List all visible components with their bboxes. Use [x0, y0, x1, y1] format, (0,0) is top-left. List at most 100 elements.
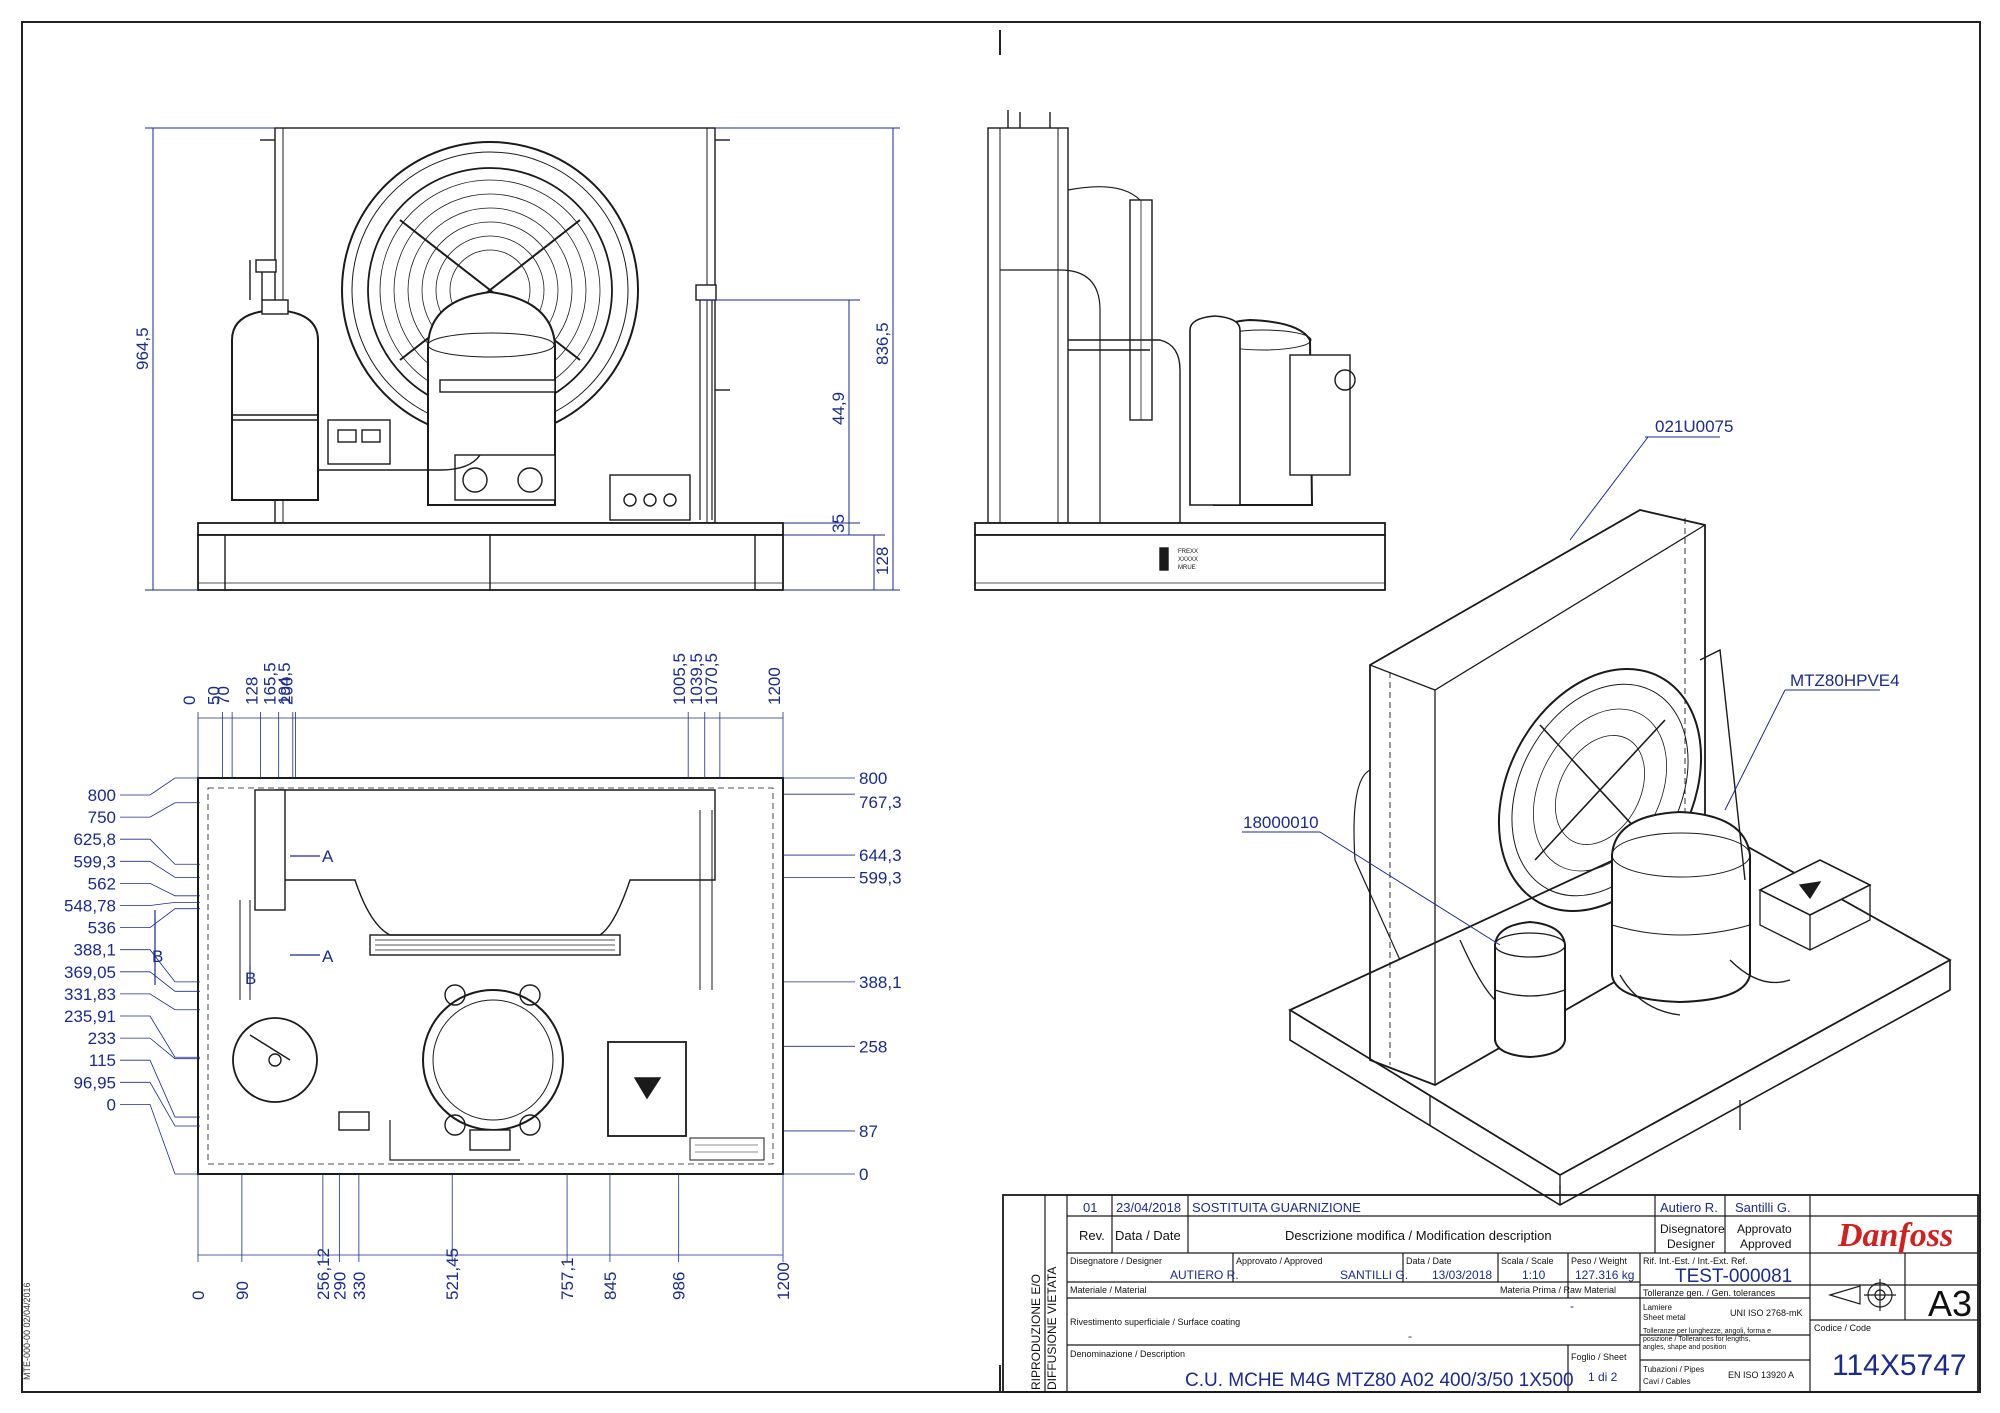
dim-left-label: 599,3	[73, 852, 116, 871]
dim-bottom-label: 256,12	[314, 1248, 333, 1300]
rev-approver: Santilli G.	[1735, 1200, 1791, 1215]
title-block	[1002, 1194, 1979, 1393]
dim-left-leader	[120, 1059, 200, 1118]
tolerances-cables: Cavi / Cables	[1643, 1377, 1691, 1386]
dim-right-label: 644,3	[859, 846, 902, 865]
front-view-dimensions	[145, 127, 900, 591]
fan-guard-side	[1067, 186, 1141, 410]
dim-top-label: 1200	[765, 667, 784, 705]
value-designer: AUTIERO R.	[1170, 1268, 1239, 1282]
rev-number: 01	[1083, 1200, 1097, 1215]
electrical-box-top	[607, 1041, 687, 1137]
tolerances-sheet-en: Sheet metal	[1643, 1313, 1686, 1322]
dim-total-height: 964,5	[133, 327, 152, 370]
dim-bottom-label: 330	[350, 1272, 369, 1300]
label-approved: Approvato / Approved	[1236, 1256, 1323, 1266]
dim-left-label: 548,78	[64, 897, 116, 916]
isometric-view	[1288, 509, 1952, 1206]
label-code: Codice / Code	[1814, 1323, 1871, 1333]
dim-top-label: 128	[242, 677, 261, 705]
dim-left-leader	[120, 860, 200, 878]
label-date: Data / Date	[1406, 1256, 1452, 1266]
dim-top-label: 200	[278, 677, 297, 705]
header-designer-en: Designer	[1667, 1237, 1715, 1251]
doc-id: MTE-000-00 02/04/2016	[22, 1282, 32, 1380]
dim-outlet-height: 44,9	[829, 392, 848, 425]
section-a-top: A	[322, 847, 334, 866]
label-coating: Rivestimento superficiale / Surface coat…	[1070, 1317, 1240, 1327]
label-weight: Peso / Weight	[1571, 1256, 1627, 1266]
base-plate	[197, 522, 784, 536]
dim-bottom-label: 290	[330, 1272, 349, 1300]
header-rev: Rev.	[1079, 1228, 1105, 1243]
dim-left-label: 625,8	[73, 830, 116, 849]
dim-top-label: 0	[180, 696, 199, 705]
dim-left-leader	[120, 971, 200, 992]
dim-left-label: 369,05	[64, 963, 116, 982]
dim-right-label: 388,1	[859, 973, 902, 992]
base-outline	[197, 777, 784, 1175]
value-scale: 1:10	[1522, 1268, 1546, 1282]
dim-left-leader	[120, 838, 200, 865]
fan-top	[369, 934, 621, 956]
format-size: A3	[1928, 1283, 1972, 1324]
receiver-side	[1189, 315, 1241, 506]
dim-bottom-label: 845	[601, 1272, 620, 1300]
top-view	[197, 777, 784, 1175]
tolerances-sheet-standard: UNI ISO 2768-mK	[1730, 1308, 1803, 1318]
label-scale: Scala / Scale	[1501, 1256, 1554, 1266]
tolerances-pipes-standard: EN ISO 13920 A	[1728, 1370, 1794, 1380]
dim-left-label: 750	[88, 808, 116, 827]
dim-bottom-label: 521,45	[443, 1248, 462, 1300]
value-raw-material: -	[1570, 1299, 1574, 1313]
label-sheet: Foglio / Sheet	[1571, 1352, 1627, 1362]
dim-top-label: 50	[204, 686, 223, 705]
dim-bottom-label: 757,1	[558, 1257, 577, 1300]
callout-compressor: MTZ80HPVE4	[1790, 671, 1900, 690]
dim-left-label: 0	[107, 1095, 116, 1114]
dim-left-leader	[120, 1037, 200, 1060]
electrical-box	[609, 474, 691, 521]
dim-left-label: 388,1	[73, 941, 116, 960]
header-approved-en: Approved	[1740, 1237, 1791, 1251]
iso-compressor	[1611, 810, 1751, 1004]
dim-left-label: 562	[88, 874, 116, 893]
receiver-top	[232, 1017, 318, 1103]
header-approved-it: Approvato	[1737, 1222, 1792, 1236]
value-description: C.U. MCHE M4G MTZ80 A02 400/3/50 1X500	[1185, 1370, 1574, 1391]
dim-left-leader	[120, 802, 200, 818]
dim-left-leader	[120, 949, 200, 983]
dim-left-leader	[120, 901, 200, 906]
iso-receiver	[1494, 920, 1566, 1059]
compressor-top	[422, 989, 564, 1131]
dim-left-leader	[120, 1081, 200, 1127]
header-designer-it: Disegnatore	[1660, 1222, 1725, 1236]
label-reference: Rif. Int.-Est. / Int.-Ext. Ref.	[1643, 1256, 1748, 1266]
sheet-border	[21, 21, 1981, 1393]
section-b-right: B	[245, 969, 256, 988]
tolerances-note-2: posizione / Tollerances for lengths,	[1643, 1336, 1750, 1343]
dim-right-label: 767,3	[859, 793, 902, 812]
pressure-switch	[327, 419, 391, 465]
header-description: Descrizione modifica / Modification desc…	[1285, 1228, 1552, 1243]
dim-left-label: 115	[89, 1051, 116, 1070]
dim-top-label: 165,5	[261, 662, 280, 705]
dim-left-label: 331,83	[64, 985, 116, 1004]
receiver-front	[231, 308, 319, 501]
value-code: 114X5747	[1832, 1349, 1967, 1382]
section-markers	[154, 855, 320, 990]
callout-receiver: 18000010	[1243, 813, 1319, 832]
rev-description: SOSTITUITA GUARNIZIONE	[1192, 1200, 1361, 1215]
dim-base-height: 35	[829, 514, 848, 533]
dim-right-label: 599,3	[859, 868, 902, 887]
dim-condenser-height: 836,5	[873, 322, 892, 365]
dim-bottom-label: 0	[189, 1291, 208, 1300]
dim-left-leader	[120, 908, 200, 928]
iso-callout-leaders	[1242, 436, 1880, 946]
dim-left-leader	[120, 1015, 200, 1058]
dim-left-leader	[120, 883, 200, 897]
tolerances-pipes: Tubazioni / Pipes	[1643, 1365, 1704, 1374]
